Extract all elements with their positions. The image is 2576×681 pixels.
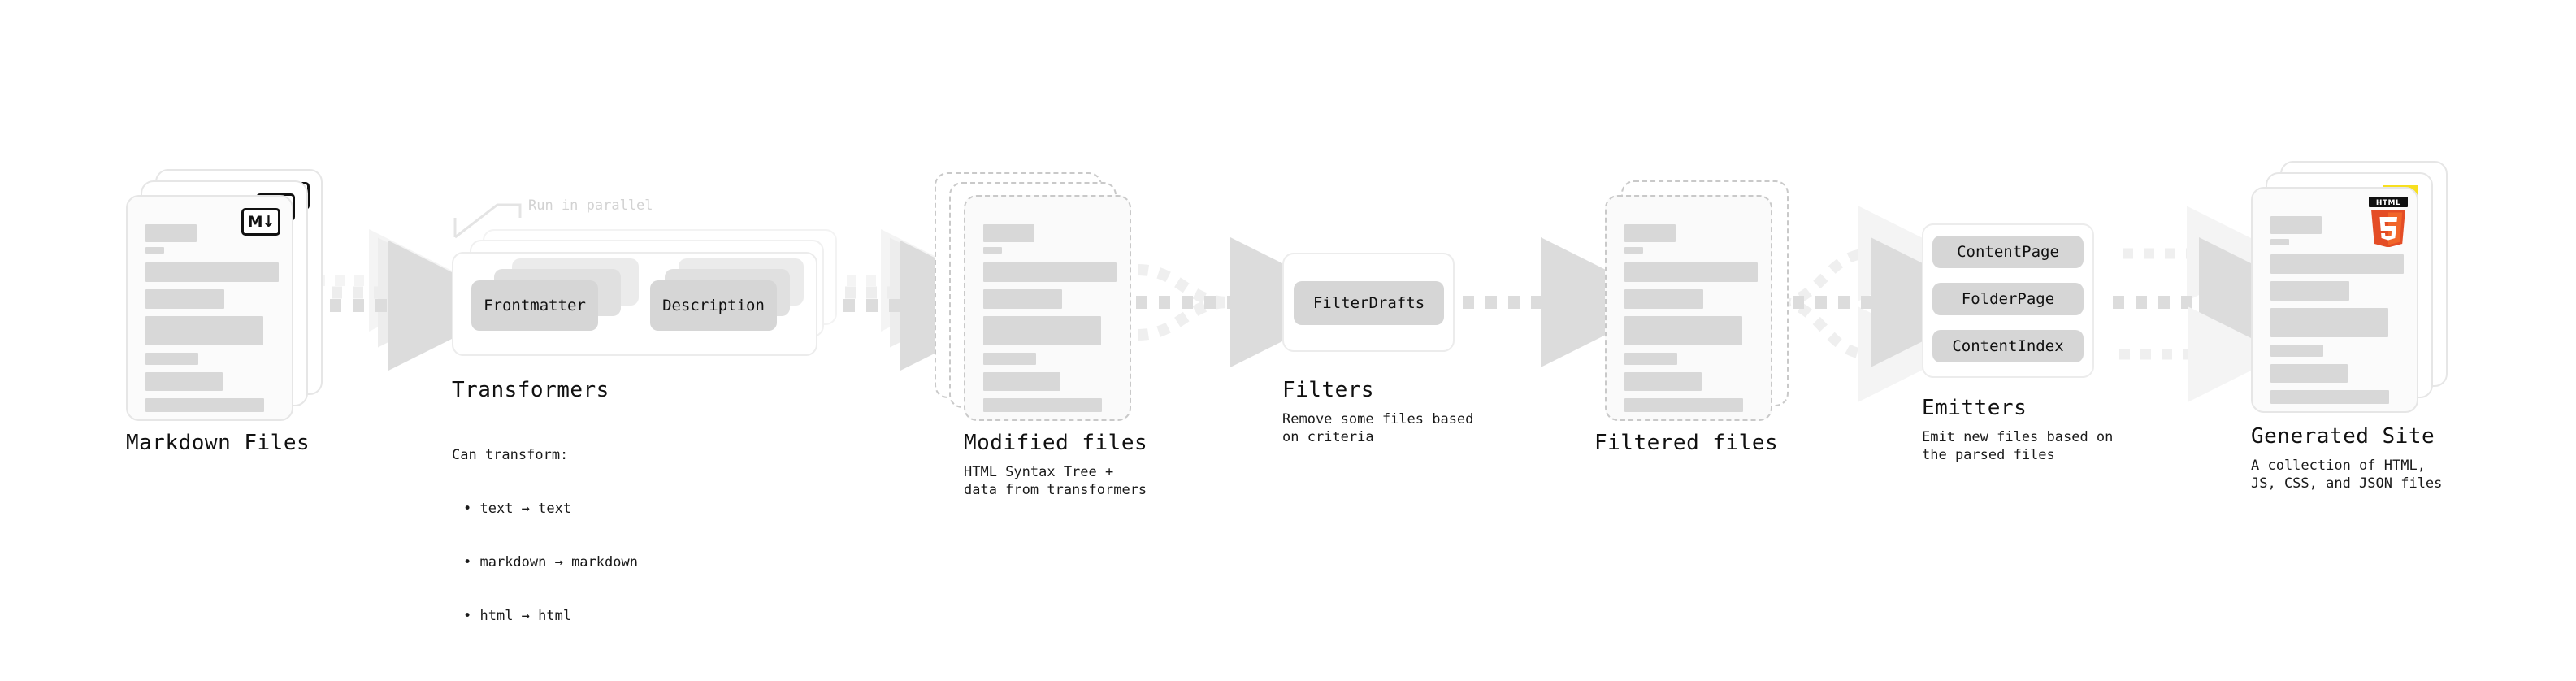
markdown-icon: M↓ <box>241 208 280 236</box>
transformer-chip-frontmatter[interactable]: Frontmatter <box>471 280 598 331</box>
content-bar <box>145 224 197 242</box>
arrow-emitters-to-site <box>2113 206 2329 402</box>
content-bar <box>983 316 1101 345</box>
svg-text:HTML: HTML <box>2376 199 2400 207</box>
can-transform-label: Can transform: <box>452 447 569 463</box>
transform-bullet-text: markdown → markdown <box>479 554 638 570</box>
content-bar <box>1624 372 1702 391</box>
content-bar <box>145 289 224 309</box>
transform-bullet: • text → text <box>463 501 572 517</box>
content-bar <box>983 224 1034 242</box>
content-bar <box>1624 353 1677 365</box>
document-content <box>983 224 1117 417</box>
document-content <box>145 224 279 417</box>
content-bar <box>2270 281 2349 301</box>
content-bar <box>145 247 164 254</box>
stage-title-modified-files: Modified files <box>964 431 1148 455</box>
run-in-parallel-note: Run in parallel <box>528 197 653 214</box>
stage-title-emitters: Emitters <box>1922 396 2027 420</box>
filter-chip-filterdrafts[interactable]: FilterDrafts <box>1294 281 1444 325</box>
content-bar <box>145 316 263 345</box>
document-card[interactable]: M↓ <box>126 195 293 421</box>
transform-bullet-text: html → html <box>479 608 572 624</box>
document-content <box>1624 224 1758 417</box>
stage-title-filters: Filters <box>1282 378 1375 402</box>
content-bar <box>2270 390 2389 404</box>
stage-subtitle-modified-files: HTML Syntax Tree + data from transformer… <box>964 464 1147 498</box>
content-bar <box>145 398 264 412</box>
document-card[interactable] <box>964 195 1131 421</box>
transform-bullet: • html → html <box>463 608 572 624</box>
content-bar <box>145 353 198 365</box>
stage-subtitle-filters: Remove some files based on criteria <box>1282 411 1474 445</box>
content-bar <box>1624 224 1676 242</box>
stage-title-filtered-files: Filtered files <box>1594 431 1779 455</box>
stage-subtitle-transformers: Can transform: • text → text • markdown … <box>452 410 638 661</box>
content-bar <box>145 372 223 391</box>
content-bar <box>2270 308 2388 337</box>
document-card[interactable] <box>1605 195 1772 421</box>
emitter-chip-contentindex[interactable]: ContentIndex <box>1932 330 2084 362</box>
content-bar <box>2270 254 2404 274</box>
arrow-modified-to-filters <box>1136 237 1360 367</box>
content-bar <box>1624 247 1643 254</box>
transform-bullet-text: text → text <box>479 501 572 517</box>
document-card[interactable]: HTML <box>2251 187 2418 413</box>
stage-title-generated-site: Generated Site <box>2251 424 2435 449</box>
content-bar <box>1624 289 1703 309</box>
stage-subtitle-generated-site: A collection of HTML, JS, CSS, and JSON … <box>2251 458 2443 492</box>
content-bar <box>1624 398 1743 412</box>
emitter-chip-folderpage[interactable]: FolderPage <box>1932 283 2084 315</box>
content-bar <box>2270 364 2348 383</box>
content-bar <box>145 262 279 282</box>
html5-icon: HTML <box>2366 197 2410 248</box>
transformer-chip-description[interactable]: Description <box>650 280 777 331</box>
content-bar <box>2270 345 2323 357</box>
transform-bullet: • markdown → markdown <box>463 554 638 570</box>
content-bar <box>983 372 1060 391</box>
content-bar <box>983 262 1117 282</box>
content-bar <box>983 289 1062 309</box>
stage-subtitle-emitters: Emit new files based on the parsed files <box>1922 429 2114 463</box>
content-bar <box>1624 262 1758 282</box>
stage-title-markdown-files: Markdown Files <box>126 431 310 455</box>
content-bar <box>2270 239 2289 245</box>
content-bar <box>2270 216 2322 234</box>
content-bar <box>983 247 1002 254</box>
content-bar <box>1624 316 1742 345</box>
content-bar <box>983 398 1102 412</box>
emitter-chip-contentpage[interactable]: ContentPage <box>1932 236 2084 268</box>
content-bar <box>983 353 1036 365</box>
stage-title-transformers: Transformers <box>452 378 609 402</box>
